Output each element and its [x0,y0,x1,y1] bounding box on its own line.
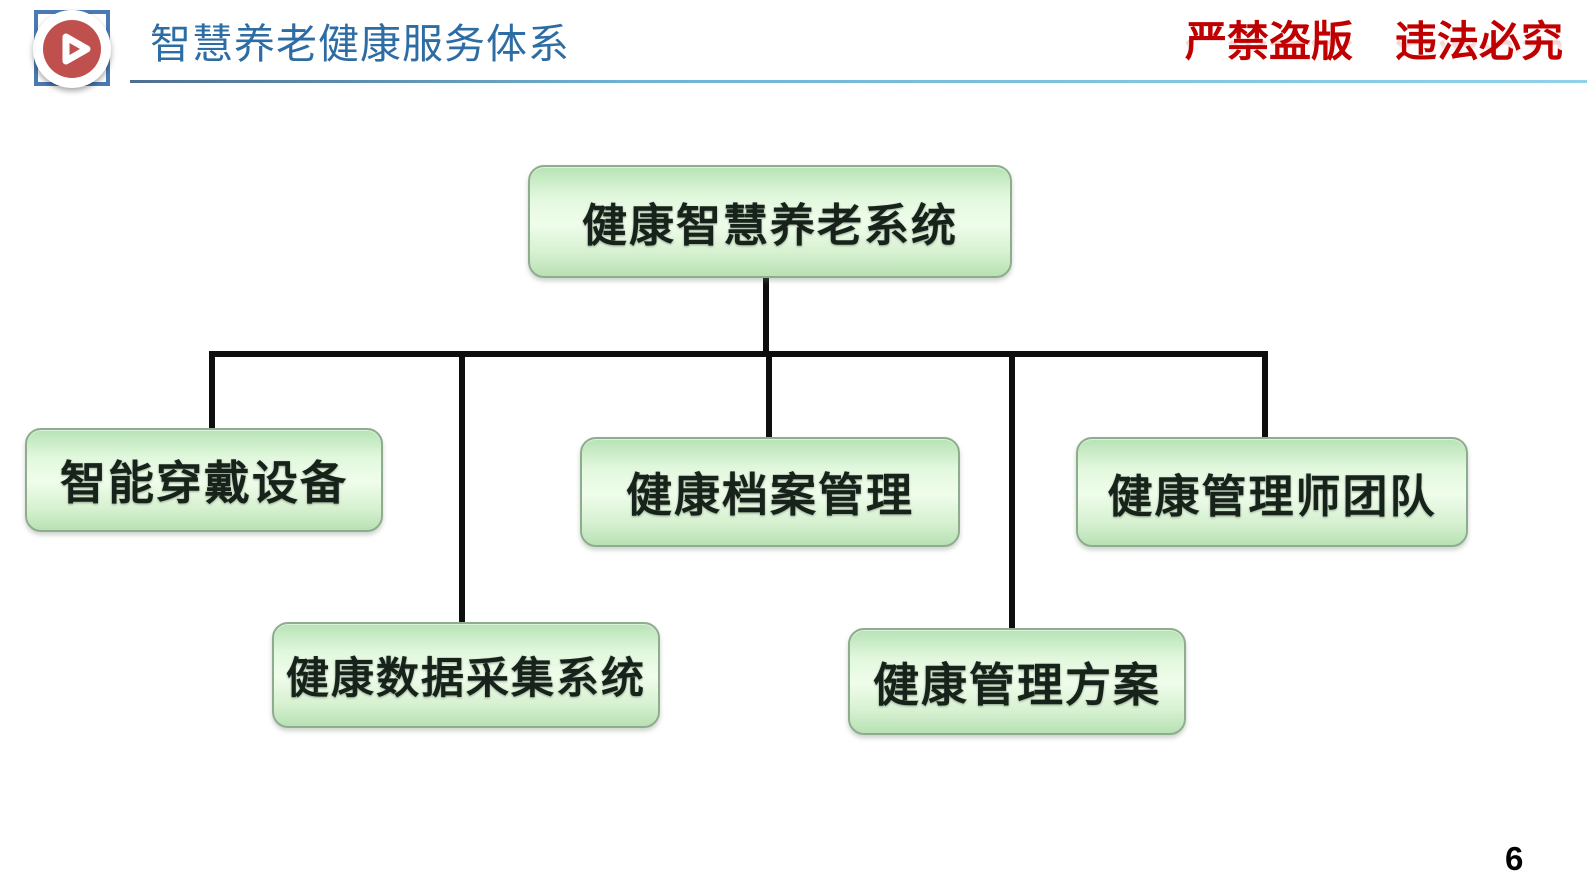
connector-to-records [766,355,772,439]
connector-to-plan [1009,355,1015,630]
diagram-node-data-collection: 健康数据采集系统 [272,622,660,728]
connector-to-team [1262,351,1268,439]
page-title: 智慧养老健康服务体系 [150,21,570,67]
diagram-node-records: 健康档案管理 [580,437,960,547]
connector-root-vertical [763,278,769,354]
diagram-node-root: 健康智慧养老系统 [528,165,1012,278]
connector-to-data-collection [459,351,465,624]
connector-horizontal-bar [209,351,1268,357]
header-divider [130,80,1587,83]
page-number: 6 [1505,840,1524,877]
play-icon [43,20,101,78]
diagram-node-wearables: 智能穿戴设备 [25,428,383,532]
connector-to-wearables [209,351,215,430]
node-label-wearables: 智能穿戴设备 [60,457,348,509]
diagram-node-team: 健康管理师团队 [1076,437,1468,547]
node-label-team: 健康管理师团队 [1107,470,1437,522]
node-label-data-collection: 健康数据采集系统 [286,655,646,703]
play-button[interactable] [33,10,111,88]
node-label-plan: 健康管理方案 [873,658,1161,711]
diagram-node-plan: 健康管理方案 [848,628,1186,735]
node-label-records: 健康档案管理 [626,469,914,521]
anti-piracy-warning: 严禁盗版 违法必究 [1184,18,1563,65]
play-triangle-icon [62,33,91,65]
node-label-root: 健康智慧养老系统 [581,200,958,251]
